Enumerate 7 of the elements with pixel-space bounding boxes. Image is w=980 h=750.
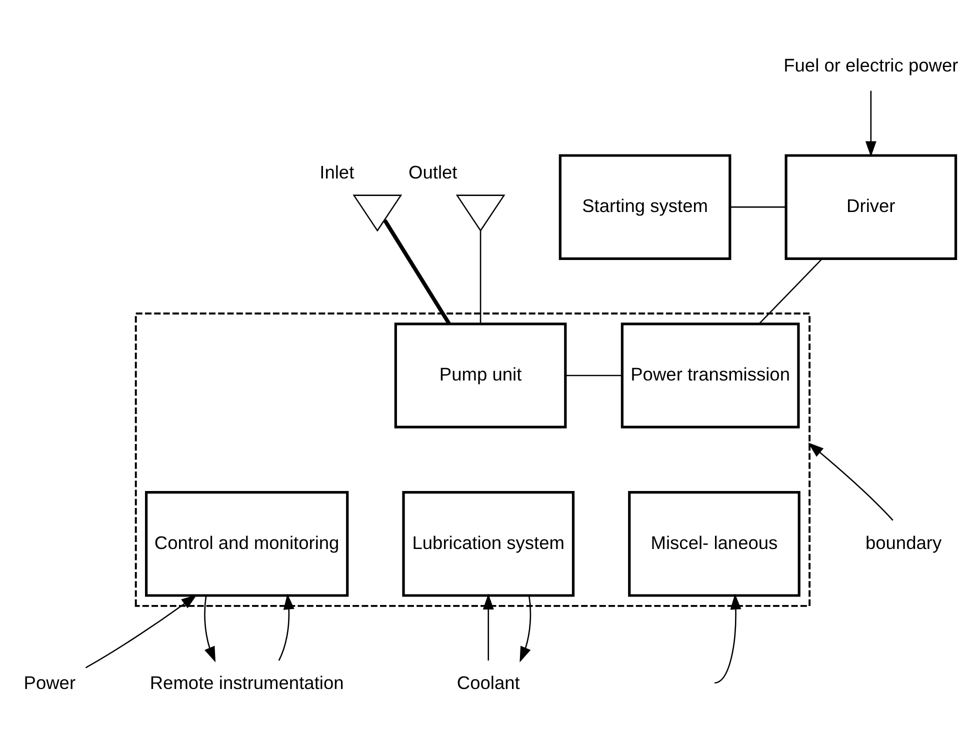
node-label: Inlet — [320, 161, 354, 182]
node-text: boundary — [865, 531, 942, 552]
node-text: Fuel or electric power — [784, 54, 958, 76]
node-text: Coolant — [456, 672, 520, 693]
node-text: Power — [24, 672, 76, 693]
node-label: Outlet — [408, 161, 458, 182]
node-text: Remote instrumentation — [150, 672, 344, 693]
